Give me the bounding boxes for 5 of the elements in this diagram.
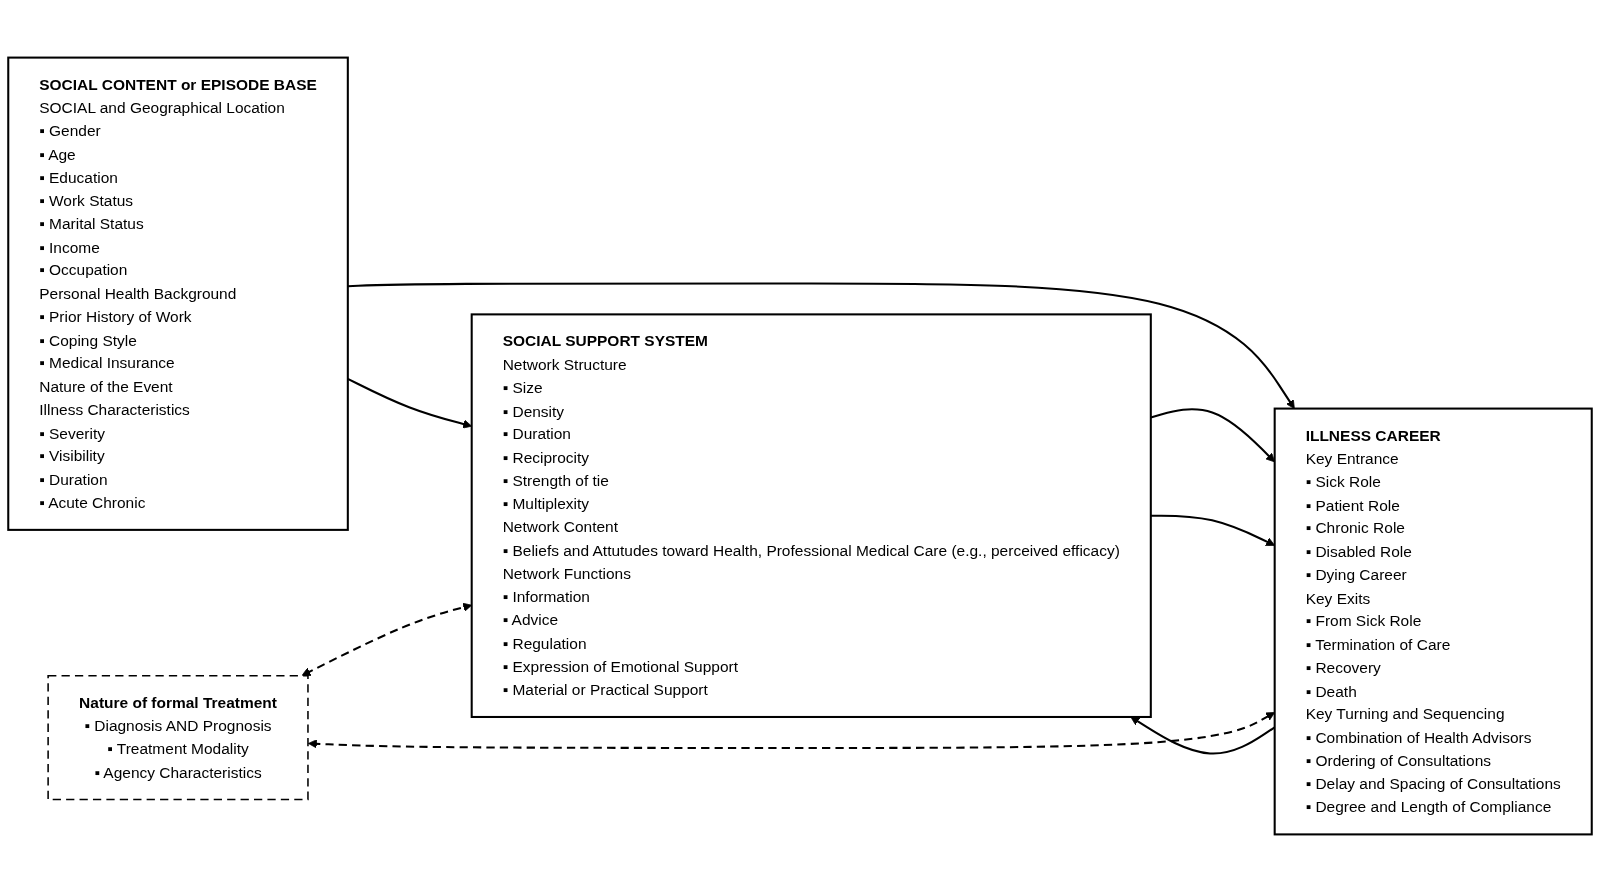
arrow [347, 282, 1295, 409]
node-box: SOCIAL SUPPORT SYSTEM Network Structure ▪ Size ▪ Density ▪ Duration ▪ Reciprocity ▪ Strength of tie ▪ Multiplexity Network Content ▪ Beliefs and Attutudes toward Health, Professional Medical Care (e.g., perceived efficacy) Network Functions ▪ Information ▪ Advice ▪ Regulation ▪ Expression of Emotional Support ▪ Material or Practical Support [470, 313, 1152, 718]
node-box: ILLNESS CAREER Key Entrance ▪ Sick Role ▪ Patient Role ▪ Chronic Role ▪ Disabled Role ▪ Dying Career Key Exits ▪ From Sick Role ▪ Termination of Care ▪ Recovery ▪ Death Key Turning and Sequencing ▪ Combination of Health Advisors ▪ Ordering of Consultations ▪ Delay and Spacing of Consultations ▪ Degree and Length of Compliance [1273, 407, 1593, 836]
node-box: Nature of formal Treatment ▪ Diagnosis AND Prognosis ▪ Treatment Modality ▪ Agency Characteristics [47, 674, 309, 801]
node-box: SOCIAL CONTENT or EPISODE BASE SOCIAL and Geographical Location ▪ Gender ▪ Age ▪ Education ▪ Work Status ▪ Marital Status ▪ Income ▪ Occupation Personal Health Background ▪ Prior History of Work ▪ Coping Style ▪ Medical Insurance Nature of the Event Illness Characteristics ▪ Severity ▪ Visibility ▪ Duration ▪ Acute Chronic [7, 56, 349, 531]
